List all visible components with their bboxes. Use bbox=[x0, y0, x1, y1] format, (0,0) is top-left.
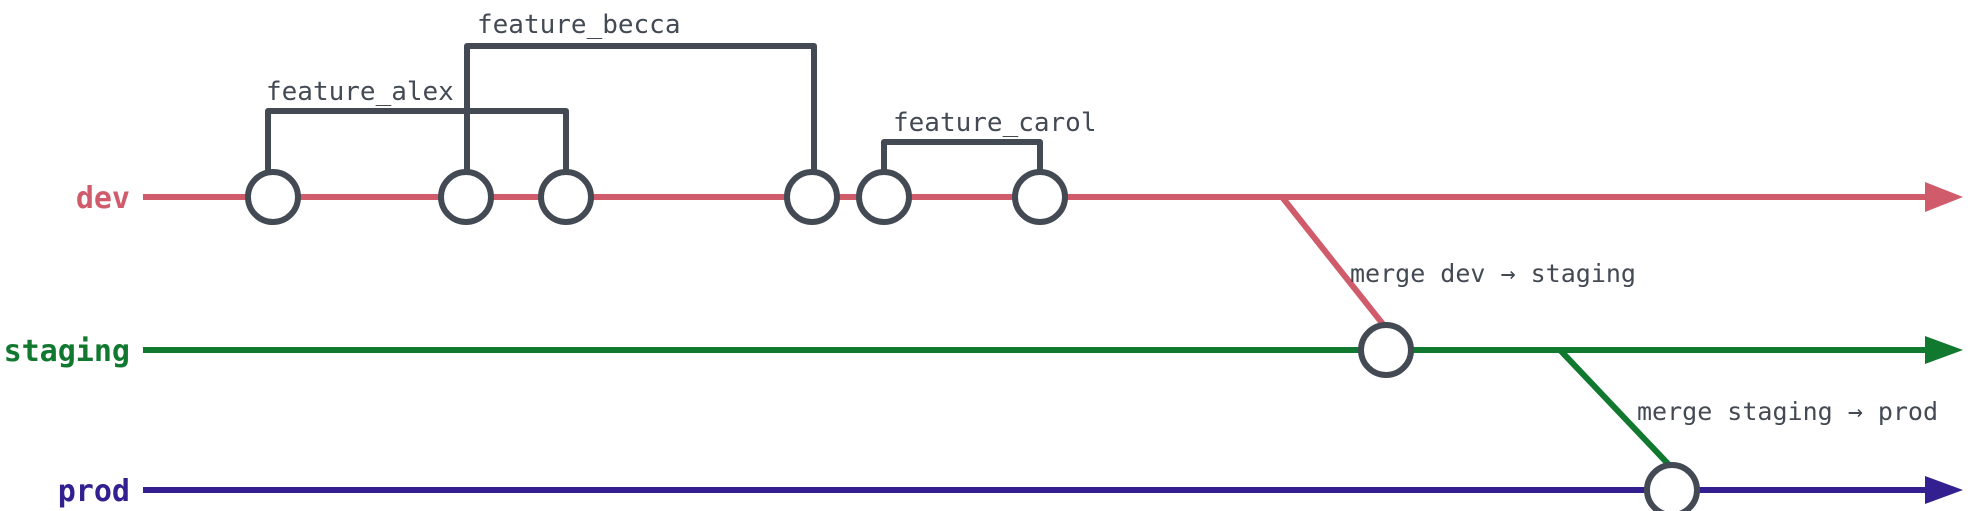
branch-name-labels: dev staging prod bbox=[4, 181, 130, 509]
commit-node-dev-c5[interactable] bbox=[856, 169, 912, 225]
feature-bracket-feature_becca[interactable] bbox=[464, 43, 817, 175]
feature-label-feature_carol: feature_carol bbox=[893, 108, 1097, 138]
commit-nodes bbox=[245, 169, 1700, 511]
merge-line-merge-dev-staging[interactable] bbox=[1279, 195, 1389, 330]
commit-node-prod-merge[interactable] bbox=[1644, 462, 1700, 511]
feature-brackets bbox=[265, 43, 1043, 175]
merge-label-merge-staging-prod: merge staging → prod bbox=[1637, 397, 1938, 426]
feature-bracket-feature_alex[interactable] bbox=[265, 108, 569, 175]
branch-label-prod: prod bbox=[58, 474, 130, 509]
commit-node-staging-merge[interactable] bbox=[1358, 322, 1414, 378]
branch-arrow-dev bbox=[1925, 182, 1963, 212]
feature-branch-labels: feature_alex feature_becca feature_carol bbox=[266, 10, 1097, 138]
commit-node-dev-c1[interactable] bbox=[245, 169, 301, 225]
commit-node-dev-c6[interactable] bbox=[1012, 169, 1068, 225]
branch-label-staging: staging bbox=[4, 334, 130, 369]
feature-label-feature_alex: feature_alex bbox=[266, 77, 454, 107]
merge-connectors bbox=[1279, 195, 1675, 471]
feature-bracket-feature_carol[interactable] bbox=[881, 139, 1043, 175]
feature-label-feature_becca: feature_becca bbox=[477, 10, 681, 40]
branch-label-dev: dev bbox=[76, 181, 130, 216]
commit-node-dev-c2[interactable] bbox=[438, 169, 494, 225]
commit-node-dev-c4[interactable] bbox=[784, 169, 840, 225]
branch-arrow-staging bbox=[1925, 336, 1963, 364]
branch-arrow-prod bbox=[1925, 476, 1963, 504]
branch-lines bbox=[143, 182, 1963, 504]
merge-labels: merge dev → staging merge staging → prod bbox=[1350, 259, 1938, 426]
commit-node-dev-c3[interactable] bbox=[538, 169, 594, 225]
merge-line-merge-staging-prod[interactable] bbox=[1557, 347, 1675, 471]
merge-label-merge-dev-staging: merge dev → staging bbox=[1350, 259, 1636, 288]
